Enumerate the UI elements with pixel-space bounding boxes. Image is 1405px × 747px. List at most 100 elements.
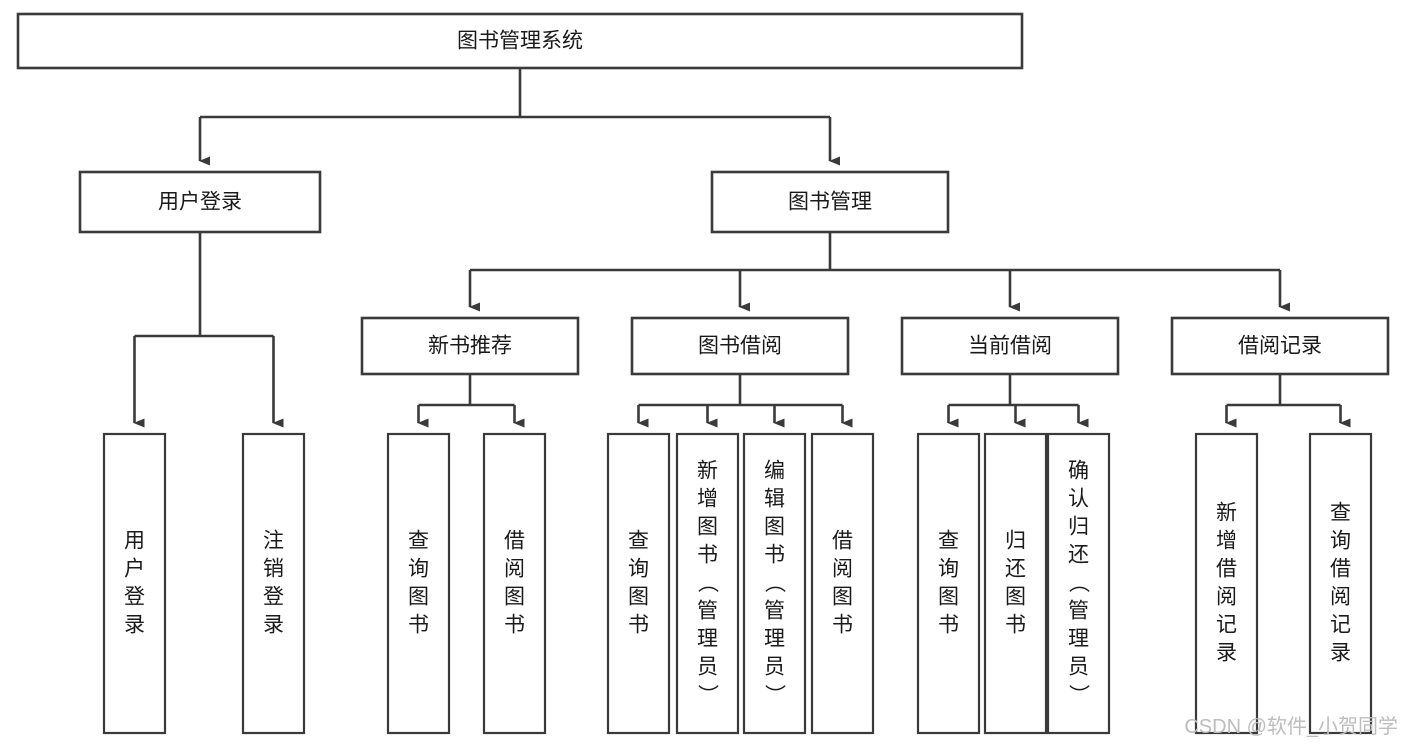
node-leaf-edit-book-label-char: 理 <box>764 628 785 651</box>
node-leaf-logout-label-char: 销 <box>263 558 284 581</box>
node-leaf-query-book-3-box <box>916 432 981 735</box>
nodes-layer: 图书管理系统用户登录图书管理新书推荐图书借阅当前借阅借阅记录用户登录注销登录查询… <box>16 12 1390 735</box>
node-leaf-return-book-box <box>983 432 1048 735</box>
node-leaf-add-book-label-char: 书 <box>697 544 718 567</box>
node-new-book-rec-label: 新书推荐 <box>428 335 512 358</box>
node-leaf-query-record-label-char: 查 <box>1330 502 1351 525</box>
node-book-manage-label: 图书管理 <box>788 191 872 214</box>
node-leaf-borrow-book-1-label-char: 书 <box>504 614 525 637</box>
node-leaf-edit-book-label-char: 书 <box>764 544 785 567</box>
node-leaf-add-record-label-char: 借 <box>1216 558 1237 581</box>
node-leaf-query-book-2-label-char: 书 <box>628 614 649 637</box>
node-leaf-confirm-return-label-char: 管 <box>1068 600 1089 623</box>
node-leaf-logout-label-char: 录 <box>263 614 284 637</box>
node-leaf-query-book-2-box <box>606 432 671 735</box>
node-borrow-record-label: 借阅记录 <box>1238 335 1322 358</box>
node-user-login-label: 用户登录 <box>158 191 242 214</box>
node-borrow-record-box <box>1170 316 1390 376</box>
node-leaf-query-record-label-char: 借 <box>1330 558 1351 581</box>
node-leaf-borrow-book-1-label-char: 图 <box>504 586 525 609</box>
node-leaf-confirm-return-box <box>1046 432 1111 735</box>
node-current-borrow-box <box>900 316 1120 376</box>
node-book-borrow-label: 图书借阅 <box>698 335 782 358</box>
node-leaf-query-record-box <box>1308 432 1373 735</box>
node-leaf-add-record-label-char: 增 <box>1216 530 1237 553</box>
node-leaf-borrow-book-2-label-char: 图 <box>832 586 853 609</box>
node-leaf-query-book-1-label-char: 图 <box>408 586 429 609</box>
node-leaf-confirm-return-label-char: 还 <box>1068 544 1089 567</box>
node-root-root-label: 图书管理系统 <box>457 30 583 53</box>
node-leaf-add-book-label-char: 理 <box>697 628 718 651</box>
node-leaf-return-book-label-char: 书 <box>1005 614 1026 637</box>
node-leaf-user-login-label-char: 户 <box>124 558 145 581</box>
node-leaf-confirm-return-label-char: 理 <box>1068 628 1089 651</box>
node-leaf-query-book-1-label-char: 书 <box>408 614 429 637</box>
node-user-login[interactable]: 用户登录 <box>78 170 322 234</box>
node-leaf-borrow-book-2-box <box>810 432 875 735</box>
node-leaf-confirm-return-label-char: 确 <box>1068 460 1089 483</box>
node-leaf-query-book-2-label-char: 询 <box>628 558 649 581</box>
node-leaf-query-book-3-label-char: 询 <box>938 558 959 581</box>
node-leaf-add-record-label-char: 阅 <box>1216 586 1237 609</box>
node-leaf-edit-book-label-char: 管 <box>764 600 785 623</box>
node-leaf-confirm-return-label-char: 员 <box>1068 656 1089 679</box>
node-borrow-record[interactable]: 借阅记录 <box>1170 316 1390 376</box>
csdn-watermark: CSDN @软件_小贺同学 <box>1184 715 1398 738</box>
node-leaf-query-book-1-label-char: 查 <box>408 530 429 553</box>
node-leaf-return-book-label-char: 还 <box>1005 558 1026 581</box>
node-leaf-logout-label-char: 登 <box>263 586 284 609</box>
node-leaf-edit-book-label-char: 图 <box>764 516 785 539</box>
node-leaf-edit-book-label-char: 辑 <box>764 488 785 511</box>
node-leaf-query-book-3-label-char: 图 <box>938 586 959 609</box>
node-leaf-query-record-label-char: 询 <box>1330 530 1351 553</box>
node-leaf-edit-book-label-char: （ <box>763 572 786 593</box>
node-leaf-user-login-box <box>102 432 167 735</box>
node-leaf-query-book-1-label-char: 询 <box>408 558 429 581</box>
node-leaf-add-record-label-char: 录 <box>1216 642 1237 665</box>
node-new-book-rec-box <box>360 316 580 376</box>
node-current-borrow[interactable]: 当前借阅 <box>900 316 1120 376</box>
node-leaf-confirm-return-label-char: 认 <box>1068 488 1089 511</box>
node-leaf-logout-label-char: 注 <box>263 530 284 553</box>
node-leaf-confirm-return-label-char: （ <box>1067 572 1090 593</box>
node-book-borrow-box <box>630 316 850 376</box>
node-leaf-edit-book-box <box>742 432 807 735</box>
node-user-login-box <box>78 170 322 234</box>
node-leaf-borrow-book-1-label-char: 借 <box>504 530 525 553</box>
node-new-book-rec[interactable]: 新书推荐 <box>360 316 580 376</box>
node-leaf-query-record-label-char: 录 <box>1330 642 1351 665</box>
node-leaf-query-book-1-box <box>386 432 451 735</box>
node-leaf-borrow-book-2-label-char: 借 <box>832 530 853 553</box>
node-leaf-borrow-book-2-label-char: 阅 <box>832 558 853 581</box>
node-leaf-edit-book-label-char: ） <box>763 684 786 705</box>
node-leaf-user-login-label-char: 用 <box>124 530 145 553</box>
node-leaf-add-book-label-char: ） <box>696 684 719 705</box>
node-leaf-return-book-label-char: 图 <box>1005 586 1026 609</box>
node-book-manage-box <box>710 170 950 234</box>
node-leaf-add-book-label-char: 增 <box>697 488 718 511</box>
node-leaf-add-book-label-char: 员 <box>697 656 718 679</box>
node-root-root[interactable]: 图书管理系统 <box>16 12 1024 70</box>
node-book-manage[interactable]: 图书管理 <box>710 170 950 234</box>
node-leaf-user-login[interactable]: 用户登录 <box>102 432 167 735</box>
connectors-layer <box>133 68 1351 428</box>
node-root-root-box <box>16 12 1024 70</box>
node-leaf-query-book-2-label-char: 图 <box>628 586 649 609</box>
node-leaf-query-book-3-label-char: 书 <box>938 614 959 637</box>
node-book-borrow[interactable]: 图书借阅 <box>630 316 850 376</box>
node-leaf-confirm-return-label-char: ） <box>1067 684 1090 705</box>
